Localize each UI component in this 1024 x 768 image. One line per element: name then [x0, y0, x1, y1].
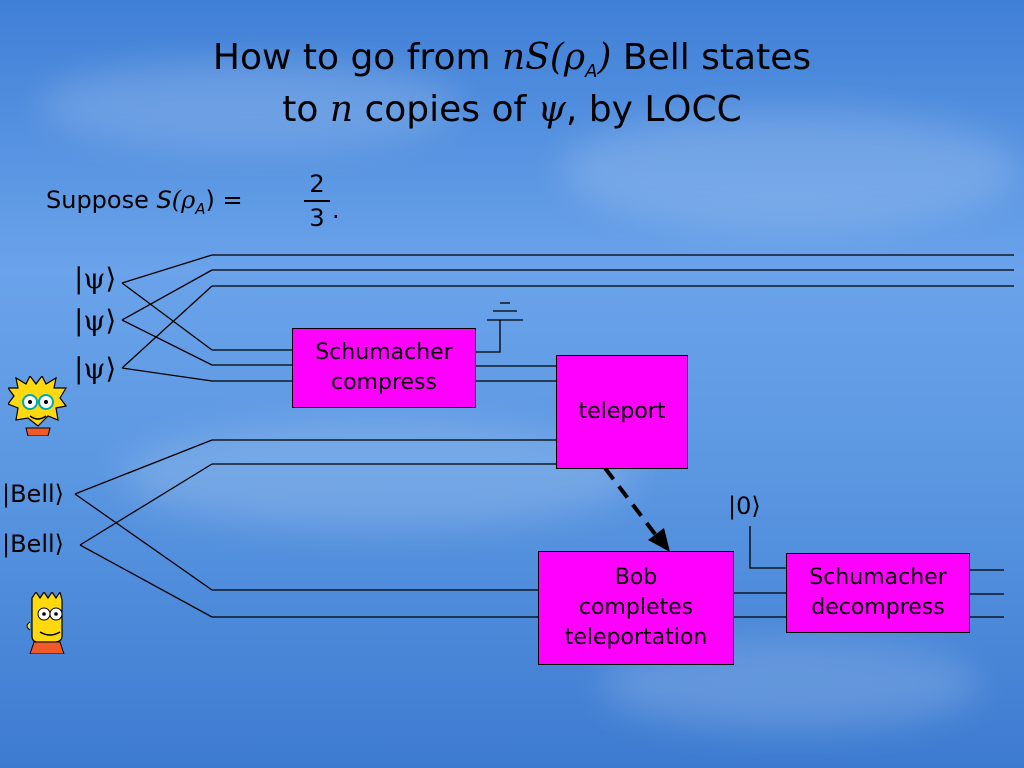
schumacher-decompress-box: Schumacher decompress [786, 553, 970, 633]
arrow-head-icon [648, 528, 670, 552]
suppose-equation: Suppose S(ρA) = [46, 186, 243, 218]
title-subscript: A [585, 61, 598, 83]
ket-psi-1: |ψ⟩ [74, 262, 117, 295]
wire [121, 367, 213, 382]
compress-line-2: compress [331, 370, 437, 395]
fraction-numerator: 2 [309, 170, 325, 198]
ket-psi-3: |ψ⟩ [74, 352, 117, 385]
wire [121, 269, 213, 321]
title-rho: (ρ [549, 37, 586, 78]
page-subtitle: to n copies of ψ, by LOCC [0, 84, 1024, 136]
box-label: Schumacher decompress [809, 563, 946, 623]
wire [749, 526, 786, 569]
wire [121, 285, 213, 369]
decompress-line-2: decompress [811, 595, 945, 620]
wire [476, 320, 501, 353]
page-title: How to go from nS(ρA) Bell states [0, 32, 1024, 98]
suppose-prefix: Suppose [46, 186, 157, 214]
wire [79, 544, 213, 618]
subtitle-text-mid: copies of [353, 89, 538, 130]
ket-bell-2-label: |Bell⟩ [2, 530, 65, 558]
background-cloud [120, 420, 640, 530]
suppose-rho: (ρ [171, 186, 196, 214]
schumacher-compress-box: Schumacher compress [292, 328, 476, 408]
wire [121, 282, 213, 351]
teleport-box: teleport [556, 355, 688, 469]
dashed-arrow [603, 466, 660, 540]
subtitle-text: to [282, 89, 330, 130]
subtitle-psi: ψ [537, 89, 566, 130]
title-n: n [501, 37, 526, 78]
background-cloud [40, 60, 460, 150]
wire [74, 439, 213, 495]
ket-zero-label: |0⟩ [728, 492, 761, 520]
ket-bell-1-label: |Bell⟩ [2, 480, 65, 508]
wire [74, 493, 213, 591]
ket-bell-2: |Bell⟩ [2, 526, 64, 559]
lisa-face-icon [8, 376, 68, 436]
title-close-paren: ) [597, 37, 612, 78]
fraction-bar [304, 200, 330, 202]
fraction-period: . [332, 196, 340, 224]
compress-line-1: Schumacher [315, 340, 453, 365]
ket-psi-2: |ψ⟩ [74, 304, 117, 337]
wire [79, 463, 213, 546]
subtitle-text-end: , by LOCC [565, 89, 742, 130]
bob-line-2: completes [578, 595, 694, 620]
bart-face-icon [26, 592, 65, 654]
bob-line-3: teleportation [564, 625, 708, 650]
title-s: S [525, 37, 550, 78]
ket-zero: |0⟩ [728, 488, 761, 521]
background-cloud [560, 110, 1020, 230]
fraction: 2 3 [304, 170, 330, 232]
suppose-subscript: A [195, 199, 206, 218]
suppose-s: S [156, 186, 172, 214]
ket-bell-1: |Bell⟩ [2, 476, 64, 509]
box-label: Bob completes teleportation [565, 563, 708, 653]
fraction-denominator: 3 [309, 204, 325, 232]
wire [121, 319, 213, 366]
bob-completes-teleportation-box: Bob completes teleportation [538, 551, 734, 665]
decompress-line-1: Schumacher [809, 565, 947, 590]
bob-line-1: Bob [614, 565, 658, 590]
title-text: How to go from [212, 37, 502, 78]
wire [121, 254, 213, 284]
box-label: Schumacher compress [315, 338, 452, 398]
title-text-end: Bell states [611, 37, 812, 78]
subtitle-n: n [329, 89, 354, 130]
suppose-close: ) = [205, 186, 243, 214]
teleport-label: teleport [578, 399, 666, 424]
